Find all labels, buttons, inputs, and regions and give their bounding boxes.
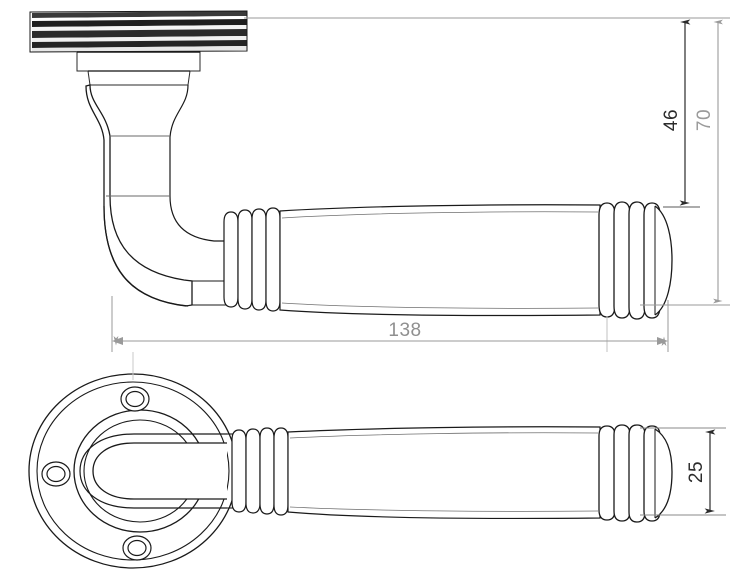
plan-neck-hub: [92, 442, 227, 500]
splined-spindle: [29, 10, 248, 53]
side-elevation-view: [29, 10, 673, 320]
dim-text-70: 70: [694, 109, 715, 131]
lever-bar: [279, 204, 601, 317]
dimension-layer: 46 70 138 25: [111, 17, 730, 516]
dim-text-46: 46: [661, 109, 682, 131]
rose-fixing-holes: [41, 386, 152, 561]
plan-neck-reeded-collar: [231, 427, 289, 516]
dim-text-138: 138: [388, 320, 421, 341]
lever-neck-elbow-outline: [85, 84, 193, 307]
plan-handle-end-reeded-cap: [598, 424, 673, 523]
plan-lever-bar: [287, 426, 601, 520]
dim-length-138: [112, 336, 668, 346]
dim-text-25: 25: [686, 461, 707, 483]
neck-reeded-collar: [223, 207, 281, 312]
plan-view: [28, 373, 673, 569]
handle-end-reeded-cap: [598, 201, 673, 320]
